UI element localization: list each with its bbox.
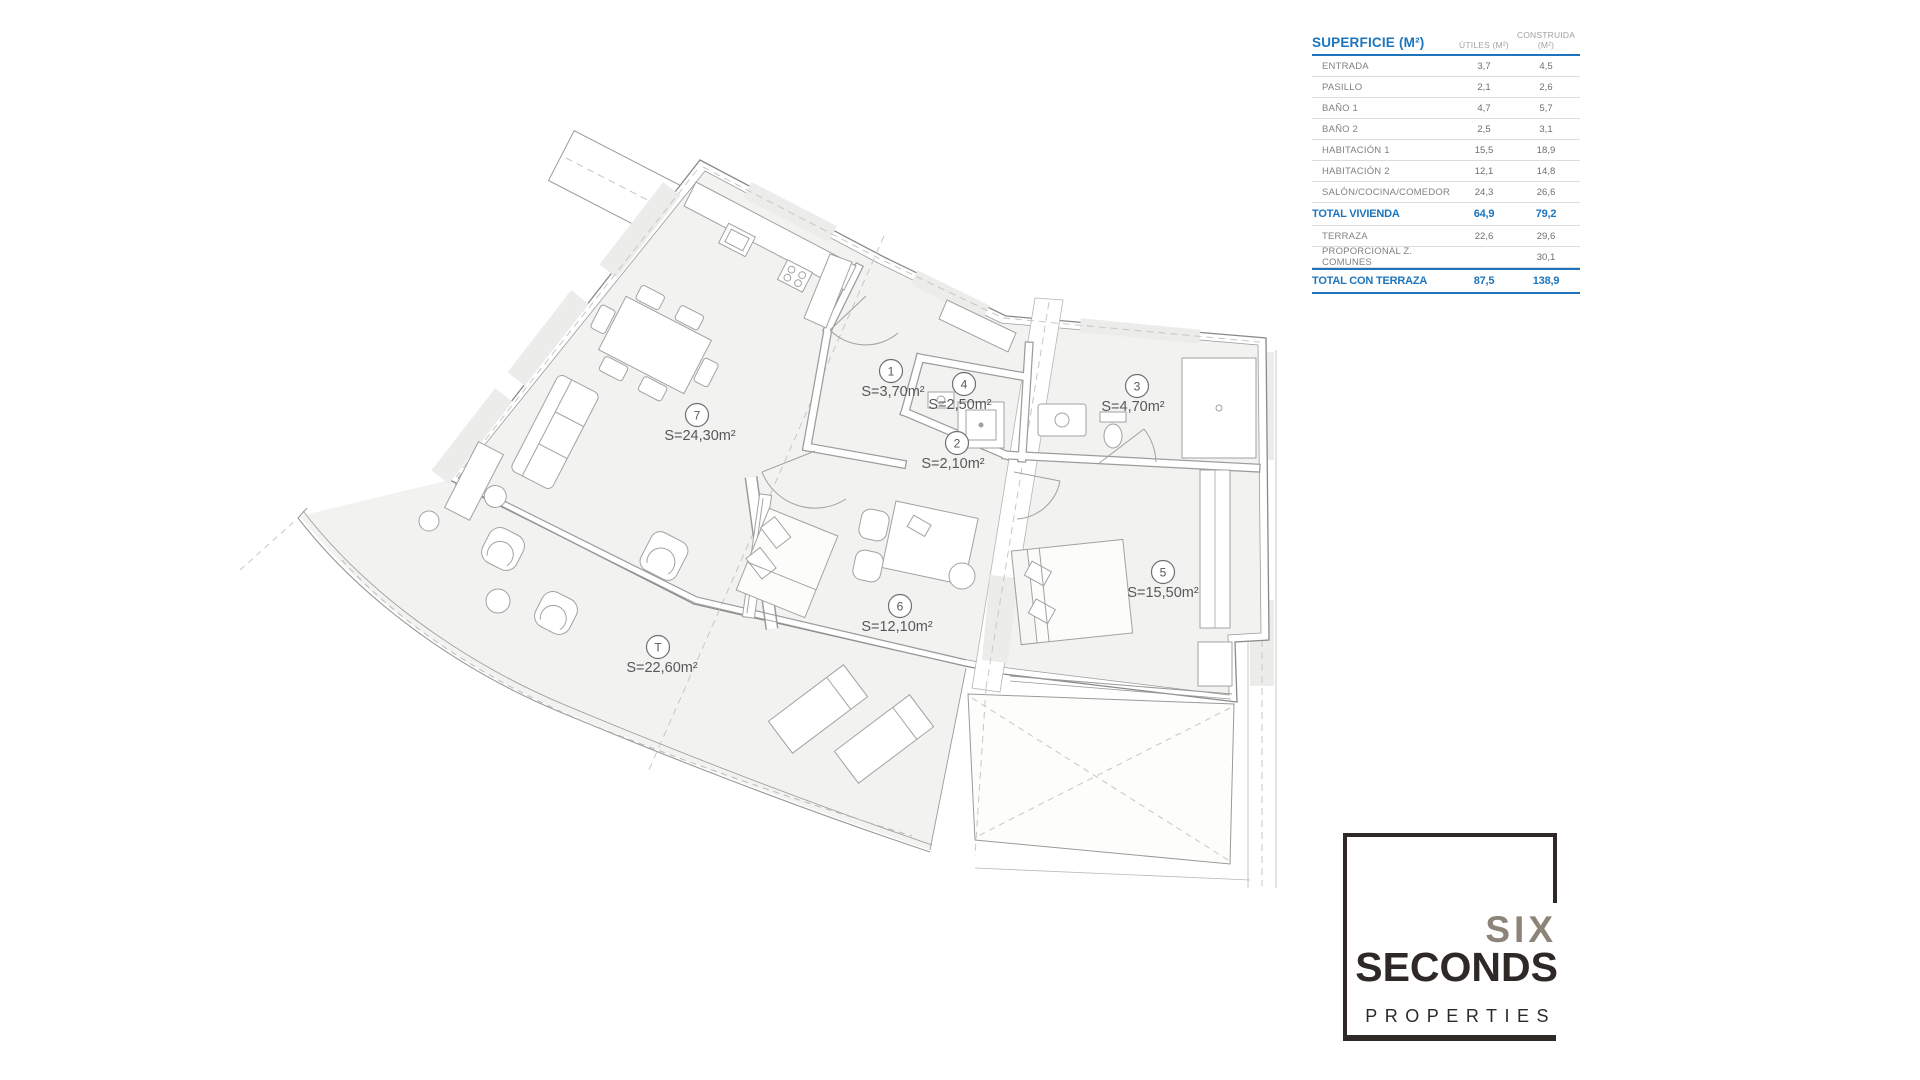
- armchair-living: [639, 531, 689, 581]
- pouf: [418, 510, 440, 532]
- table-row: HABITACIÓN 2 12,1 14,8: [1312, 161, 1580, 182]
- svg-text:S=22,60m²: S=22,60m²: [626, 660, 698, 676]
- room-labels: 1 S=3,70m² 4 S=2,50m² 3 S=4,70m² 2 S=2,1…: [626, 358, 1199, 676]
- desk-2: [881, 500, 979, 586]
- terrace-side-table: [485, 588, 511, 614]
- room-label-entrada: 1 S=3,70m²: [861, 358, 925, 400]
- svg-text:6: 6: [897, 600, 904, 614]
- window-bands: [431, 181, 1201, 484]
- svg-text:7: 7: [694, 409, 701, 423]
- table-row-total-vivienda: TOTAL VIVIENDA 64,9 79,2: [1312, 203, 1580, 226]
- svg-text:2: 2: [954, 437, 961, 451]
- svg-text:S=24,30m²: S=24,30m²: [664, 428, 736, 444]
- logo-six-text: SIX: [1485, 909, 1557, 950]
- svg-text:5: 5: [1160, 566, 1167, 580]
- table-row: TERRAZA 22,6 29,6: [1312, 226, 1580, 247]
- room-label-bano2: 4 S=2,50m²: [928, 371, 992, 413]
- room-label-pasillo: 2 S=2,10m²: [921, 430, 985, 472]
- bed-1: [1010, 538, 1134, 646]
- svg-text:S=3,70m²: S=3,70m²: [861, 384, 924, 400]
- surface-table-header: SUPERFICIE (M²) ÚTILES (M²) CONSTRUIDA (…: [1312, 30, 1580, 56]
- terrace-armchair-1: [481, 527, 525, 571]
- svg-text:4: 4: [961, 378, 968, 392]
- room-label-habitacion1: 5 S=15,50m²: [1127, 559, 1199, 601]
- desk-chairs: [852, 508, 976, 590]
- surface-table-title: SUPERFICIE (M²): [1312, 35, 1425, 50]
- room-label-salon: 7 S=24,30m²: [664, 402, 736, 444]
- terrace: [239, 478, 967, 853]
- svg-text:S=2,10m²: S=2,10m²: [921, 456, 984, 472]
- svg-text:T: T: [654, 641, 662, 655]
- entry-wardrobe: [938, 299, 1017, 353]
- svg-text:1: 1: [888, 365, 895, 379]
- lounger-2: [833, 694, 935, 784]
- bath-2-fixtures: [927, 391, 1005, 449]
- kitchen-sink: [717, 222, 757, 258]
- col-header-construida: CONSTRUIDA (M²): [1516, 30, 1576, 50]
- bed-2: [735, 507, 839, 619]
- svg-text:3: 3: [1134, 380, 1141, 394]
- crossed-area: [967, 693, 1235, 865]
- table-row-total-terraza: TOTAL CON TERRAZA 87,5 138,9: [1312, 268, 1580, 294]
- tv-desk: [443, 441, 507, 521]
- stove: [776, 259, 814, 293]
- room-label-terraza: T S=22,60m²: [626, 634, 698, 676]
- svg-text:S=15,50m²: S=15,50m²: [1127, 585, 1199, 601]
- logo-seconds-text: SECONDS: [1355, 944, 1558, 990]
- closet-br: [1197, 641, 1233, 687]
- doors: [761, 295, 1157, 520]
- logo-frame: [1343, 833, 1557, 1041]
- central-axis-band: [971, 297, 1064, 857]
- kitchen: [683, 181, 857, 329]
- svg-text:S=4,70m²: S=4,70m²: [1101, 399, 1164, 415]
- sofa: [511, 375, 599, 489]
- table-row: BAÑO 1 4,7 5,7: [1312, 98, 1580, 119]
- dining-table: [590, 285, 719, 402]
- room-label-habitacion2: 6 S=12,10m²: [861, 593, 933, 635]
- room-label-bano1: 3 S=4,70m²: [1101, 373, 1165, 415]
- logo-properties-text: PROPERTIES: [1365, 1006, 1556, 1026]
- six-seconds-logo: SIX SECONDS PROPERTIES: [1341, 831, 1559, 1044]
- table-row: HABITACIÓN 1 15,5 18,9: [1312, 140, 1580, 161]
- table-row: SALÓN/COCINA/COMEDOR 24,3 26,6: [1312, 182, 1580, 203]
- terrace-armchair-2: [534, 591, 578, 635]
- table-row: PASILLO 2,1 2,6: [1312, 77, 1580, 98]
- bath-1-fixtures: [1037, 357, 1257, 459]
- col-header-utiles: ÚTILES (M²): [1459, 40, 1509, 50]
- table-row: PROPORCIONAL Z. COMUNES 30,1: [1312, 246, 1580, 268]
- svg-text:S=2,50m²: S=2,50m²: [928, 397, 991, 413]
- lounger-1: [767, 664, 869, 754]
- surface-table: SUPERFICIE (M²) ÚTILES (M²) CONSTRUIDA (…: [1312, 30, 1580, 294]
- svg-text:S=12,10m²: S=12,10m²: [861, 619, 933, 635]
- table-row: BAÑO 2 2,5 3,1: [1312, 119, 1580, 140]
- table-row: ENTRADA 3,7 4,5: [1312, 56, 1580, 77]
- glass-walls: [454, 477, 1233, 700]
